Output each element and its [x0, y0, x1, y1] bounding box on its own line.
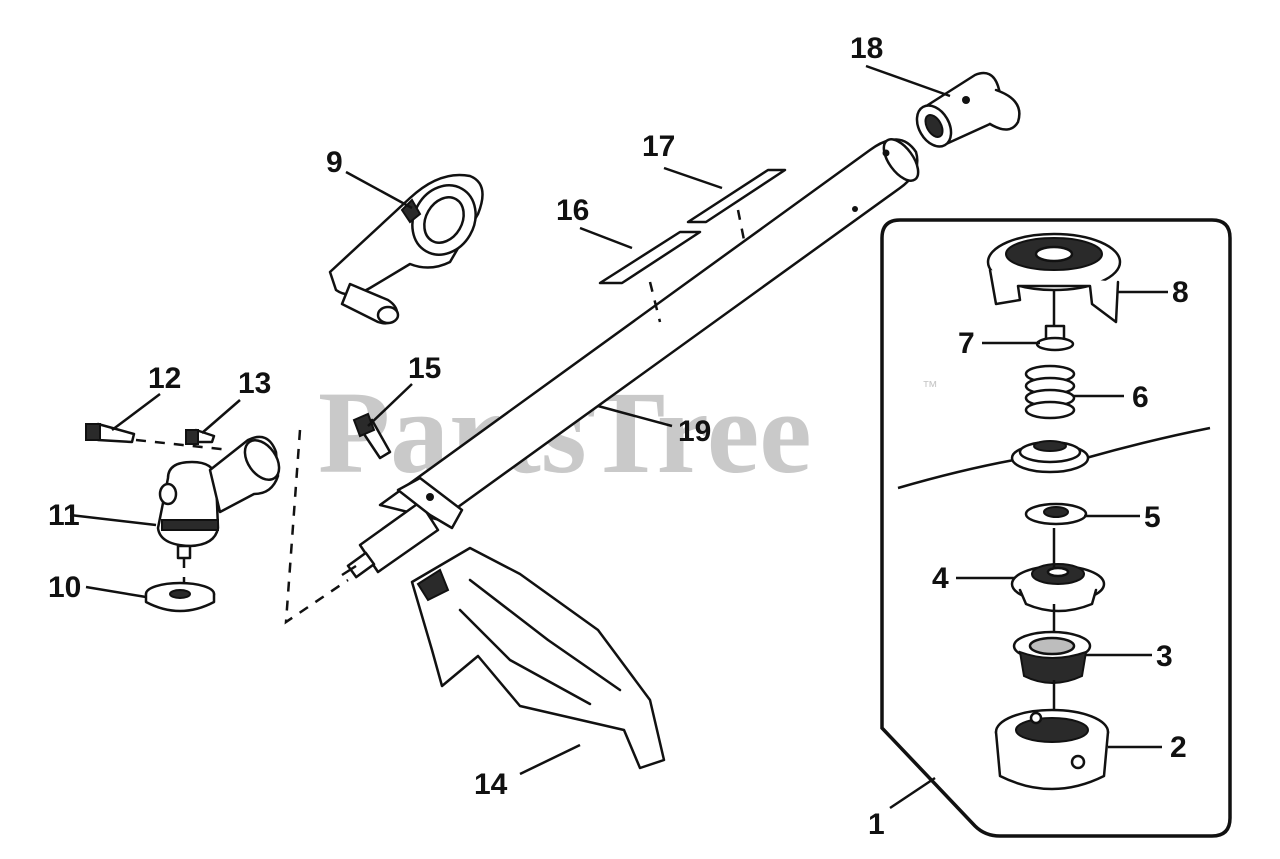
watermark-trademark: ™	[922, 379, 938, 396]
part-4-reel[interactable]	[1010, 563, 1106, 613]
part-6-spring[interactable]	[1024, 364, 1076, 420]
callout-7: 7	[958, 327, 975, 360]
callout-18: 18	[850, 32, 883, 65]
callout-3: 3	[1156, 640, 1173, 673]
callout-1: 1	[868, 808, 885, 841]
callout-9: 9	[326, 146, 343, 179]
part-5-retainer[interactable]	[1024, 502, 1088, 526]
callout-15: 15	[408, 352, 441, 385]
callout-2: 2	[1170, 731, 1187, 764]
assembly-guide	[284, 429, 349, 625]
bolt-12-guide	[135, 438, 231, 452]
part-3-bump-knob[interactable]	[1012, 630, 1092, 684]
part-2-housing[interactable]	[994, 708, 1110, 791]
callout-10: 10	[48, 571, 81, 604]
part-10-washer[interactable]	[144, 581, 216, 613]
callout-16: 16	[556, 194, 589, 227]
part-18-end-cap[interactable]	[910, 71, 1021, 153]
part-16-label[interactable]	[598, 230, 702, 285]
label-16-guide	[648, 281, 662, 323]
callout-13: 13	[238, 367, 271, 400]
callout-14: 14	[474, 768, 508, 801]
part-9-handle[interactable]	[328, 173, 488, 325]
label-17-guide	[736, 209, 747, 246]
part-8-spool-cover[interactable]	[986, 232, 1122, 324]
callout-19: 19	[678, 415, 711, 448]
part-15-screw[interactable]	[352, 412, 392, 460]
part-14-guard[interactable]	[410, 546, 666, 770]
callout-11: 11	[48, 499, 80, 532]
part-7-nut[interactable]	[1035, 324, 1075, 352]
part-12-bolt[interactable]	[85, 422, 136, 444]
part-17-label[interactable]	[686, 168, 787, 224]
leader-lines	[69, 64, 1168, 810]
callout-17: 17	[642, 130, 675, 163]
callout-6: 6	[1132, 381, 1149, 414]
part-11-gear-head[interactable]	[156, 434, 286, 560]
trimmer-line[interactable]	[897, 426, 1211, 490]
callout-4: 4	[932, 562, 949, 595]
callout-5: 5	[1144, 501, 1161, 534]
part-13-bolt[interactable]	[185, 428, 216, 445]
part-19-shaft[interactable]	[341, 134, 925, 579]
callout-8: 8	[1172, 276, 1189, 309]
spool-head-frame	[880, 218, 1232, 838]
callout-12: 12	[148, 362, 181, 395]
